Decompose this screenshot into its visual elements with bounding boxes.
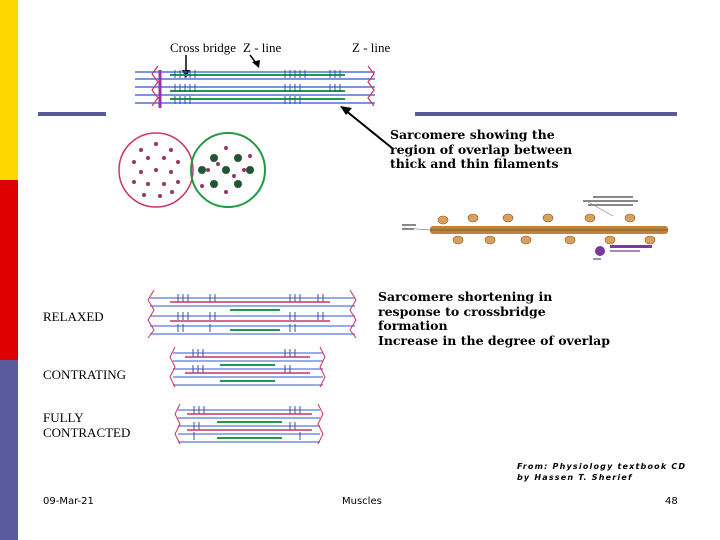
note-shortening: Sarcomere shortening in response to cros… bbox=[378, 289, 610, 348]
footer-page-number: 48 bbox=[665, 496, 678, 507]
note-shortening-line-1: Sarcomere shortening in bbox=[378, 289, 553, 304]
source-citation: From: Physiology textbook CD by Hassen T… bbox=[517, 461, 686, 483]
sarcomere-contracting bbox=[169, 346, 326, 388]
label-relaxed: RELAXED bbox=[43, 309, 104, 324]
note-shortening-line-4: Increase in the degree of overlap bbox=[378, 332, 610, 348]
label-fully-contracted: FULLY CONTRACTED bbox=[43, 410, 130, 440]
label-z-line-left: Z - line bbox=[243, 40, 282, 55]
label-fully-line-1: FULLY bbox=[43, 410, 84, 425]
note-overlap-line-2: region of overlap between bbox=[390, 141, 573, 157]
note-shortening-line-2: response to crossbridge bbox=[378, 303, 546, 319]
footer-title: Muscles bbox=[342, 496, 382, 507]
label-contracting: CONTRATING bbox=[43, 367, 127, 382]
sarcomere-fully-contracted bbox=[174, 403, 324, 445]
title-rule-left bbox=[38, 112, 106, 116]
label-fully-line-2: CONTRACTED bbox=[43, 425, 131, 440]
label-z-line-right: Z - line bbox=[352, 40, 391, 55]
sarcomere-overlap-diagram bbox=[135, 65, 375, 108]
source-line-2: by Hassen T. Sherief bbox=[517, 473, 633, 482]
accent-stripe-red bbox=[0, 180, 18, 360]
accent-stripe-yellow bbox=[0, 0, 18, 180]
accent-stripe-purple bbox=[0, 360, 18, 540]
myosin-filament-illustration bbox=[402, 196, 668, 260]
source-line-1: From: Physiology textbook CD bbox=[517, 462, 687, 471]
footer-date: 09-Mar-21 bbox=[43, 496, 94, 507]
sarcomere-relaxed bbox=[147, 289, 357, 339]
note-overlap-line-1: Sarcomere showing the bbox=[390, 127, 555, 142]
label-cross-bridge: Cross bridge bbox=[170, 40, 237, 55]
note-overlap: Sarcomere showing the region of overlap … bbox=[390, 127, 573, 172]
cross-section-overlap bbox=[190, 132, 266, 208]
cross-section-thin bbox=[118, 132, 194, 208]
note-overlap-line-3: thick and thin filaments bbox=[390, 156, 559, 171]
note-shortening-line-3: formation bbox=[378, 318, 448, 333]
title-rule-right bbox=[415, 112, 677, 116]
